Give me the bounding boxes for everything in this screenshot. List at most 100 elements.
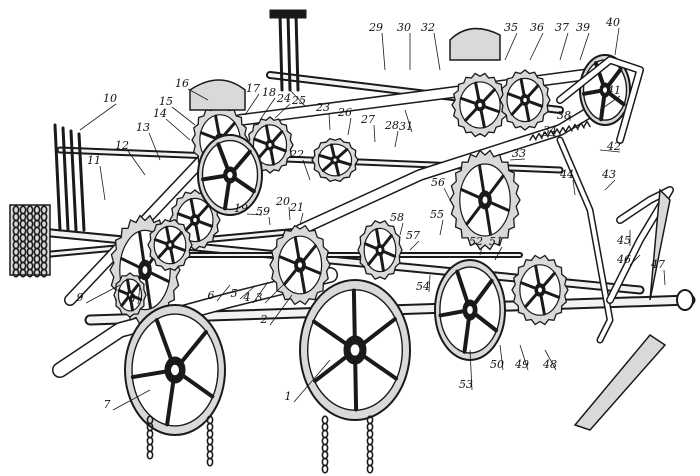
part-label-59: 59 (256, 205, 270, 218)
part-label-48: 48 (542, 358, 557, 371)
part-label-4: 4 (243, 291, 251, 304)
left-chain-2 (26, 205, 34, 278)
part-label-24: 24 (276, 92, 291, 105)
leader-line-56 (443, 187, 451, 201)
rack-tooth (571, 123, 579, 131)
part-label-36: 36 (530, 21, 544, 34)
part-label-20: 20 (275, 195, 290, 208)
part-label-52: 52 (469, 235, 483, 248)
part-label-11: 11 (87, 154, 101, 167)
leader-line-28 (394, 130, 399, 148)
leader-line-39 (579, 32, 590, 61)
part-label-2: 2 (260, 313, 268, 326)
leader-line-18 (259, 97, 276, 121)
left-chain-1 (19, 205, 27, 278)
cover-bracket-top (449, 27, 501, 61)
gear-48-bore (538, 287, 542, 293)
leader-line-33 (509, 158, 526, 161)
wheel-19 (197, 134, 263, 216)
part-label-30: 30 (397, 21, 411, 34)
part-label-29: 29 (368, 21, 383, 34)
wheel-53 (434, 259, 506, 361)
leader-line-3 (264, 282, 286, 304)
leader-line-50 (499, 344, 504, 371)
part-label-41: 41 (606, 84, 621, 97)
vertical-rod-group-left (53, 123, 62, 232)
rack-tooth (535, 132, 543, 140)
part-label-44: 44 (559, 168, 574, 181)
leader-line-23 (328, 112, 331, 131)
leader-line-54 (428, 274, 431, 293)
leader-line-47 (663, 269, 666, 286)
leader-line-11 (99, 165, 106, 201)
hanging-chain-3 (321, 415, 329, 474)
part-label-45: 45 (616, 234, 631, 247)
gear-32 (451, 72, 509, 138)
hanging-chain-4 (366, 415, 374, 474)
left-chain-block (9, 204, 51, 276)
left-chain-4-link (40, 268, 48, 278)
leader-line-44 (572, 179, 576, 196)
wheel-53-bore (467, 306, 473, 314)
left-chain-1-link (19, 268, 27, 278)
hanging-chain-2-link (206, 457, 214, 467)
gear-35-bore (523, 97, 527, 103)
part-label-28: 28 (384, 119, 399, 132)
hanging-chain-3-link (321, 464, 329, 474)
part-label-9: 9 (77, 291, 84, 304)
leader-line-41 (599, 95, 621, 111)
part-label-27: 27 (360, 113, 375, 126)
leader-line-8 (137, 284, 141, 305)
part-label-21: 21 (289, 201, 304, 214)
leader-line-6 (216, 284, 231, 302)
leader-line-37 (559, 32, 569, 61)
leader-line-59 (268, 216, 271, 226)
hanging-chain-1-link (146, 450, 154, 460)
left-chain-2-link (26, 268, 34, 278)
front-center-wheel-bore (350, 344, 360, 356)
leader-line-7 (112, 389, 151, 411)
leader-line-48 (544, 349, 557, 371)
large-gear-33-bore (482, 196, 488, 204)
long-diagonal-bar-fill (65, 65, 625, 305)
leader-line-58 (399, 222, 404, 236)
part-label-37: 37 (555, 21, 569, 34)
part-label-49: 49 (514, 358, 529, 371)
left-chain-4 (40, 205, 48, 278)
left-gear-large-bore (142, 266, 148, 274)
leader-line-29 (381, 32, 386, 71)
small-gear-8-bore (128, 293, 132, 297)
rack-tooth (565, 125, 573, 132)
gear-3 (269, 224, 331, 306)
part-label-3: 3 (256, 291, 263, 304)
wheel-19-bore (227, 171, 233, 179)
leader-line-20 (288, 206, 291, 221)
leader-line-16 (187, 88, 209, 101)
rack-tooth (583, 120, 591, 128)
part-label-15: 15 (159, 95, 173, 108)
hanging-chain-2 (206, 415, 214, 467)
left-chain-3-link (33, 268, 41, 278)
part-label-50: 50 (490, 358, 504, 371)
gear-48 (511, 254, 569, 326)
part-label-26: 26 (337, 106, 352, 119)
mid-left-gear-bore (193, 217, 197, 223)
wheel-40-bore (603, 87, 607, 93)
leader-line-53 (469, 349, 473, 391)
left-chain-0-link (12, 268, 20, 278)
gear-12-bore (168, 243, 172, 247)
part-label-56: 56 (431, 176, 445, 189)
part-label-1: 1 (285, 390, 292, 403)
rack-tooth (547, 129, 555, 137)
left-chain-3 (33, 205, 41, 278)
leader-line-12 (127, 150, 146, 176)
gear-24 (246, 116, 294, 174)
leader-lines (79, 27, 666, 411)
part-label-22: 22 (289, 148, 304, 161)
leader-line-10 (79, 103, 117, 131)
leader-line-31 (404, 109, 413, 133)
end-knob-right (676, 289, 694, 311)
gear-32-bore (478, 102, 482, 108)
part-label-16: 16 (175, 77, 189, 90)
